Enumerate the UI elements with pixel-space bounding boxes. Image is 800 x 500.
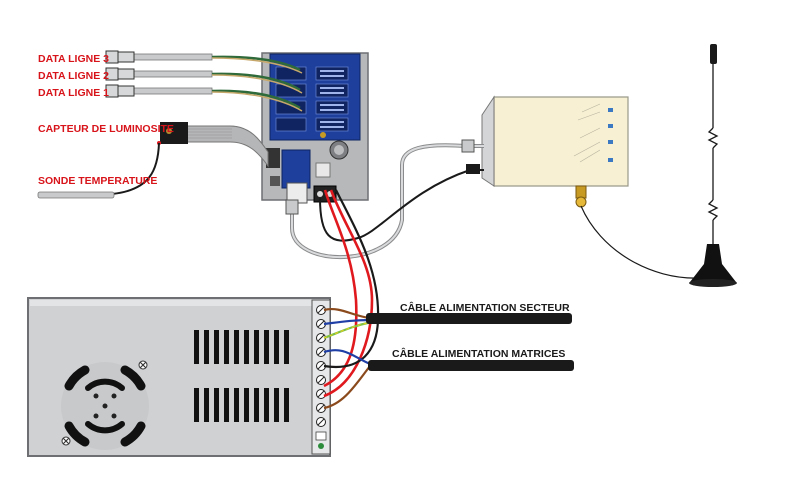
controller-board — [261, 52, 369, 204]
data-cables — [105, 50, 303, 112]
antenna-icon — [580, 44, 737, 287]
label-capteur-luminosite: CAPTEUR DE LUMINOSITE — [38, 123, 174, 135]
data-cable-line-2 — [133, 70, 303, 94]
label-cable-secteur: CÂBLE ALIMENTATION SECTEUR — [400, 301, 570, 314]
label-data-ligne-1: DATA LIGNE 1 — [38, 87, 109, 99]
data-cable-line-3 — [133, 53, 303, 74]
label-data-ligne-3: DATA LIGNE 3 — [38, 53, 109, 65]
label-sonde-temperature: SONDE TEMPERATURE — [38, 175, 157, 187]
power-supply-unit — [27, 297, 331, 457]
light-sensor — [157, 122, 269, 168]
network-cables — [285, 139, 484, 259]
fan-grille-icon — [61, 360, 149, 450]
power-wires — [323, 189, 574, 410]
vent-slots — [194, 330, 289, 422]
gsm-modem — [481, 95, 629, 208]
rj-connectors — [105, 50, 135, 98]
label-cable-matrices: CÂBLE ALIMENTATION MATRICES — [392, 347, 565, 360]
temperature-probe — [37, 142, 160, 199]
label-data-ligne-2: DATA LIGNE 2 — [38, 70, 109, 82]
